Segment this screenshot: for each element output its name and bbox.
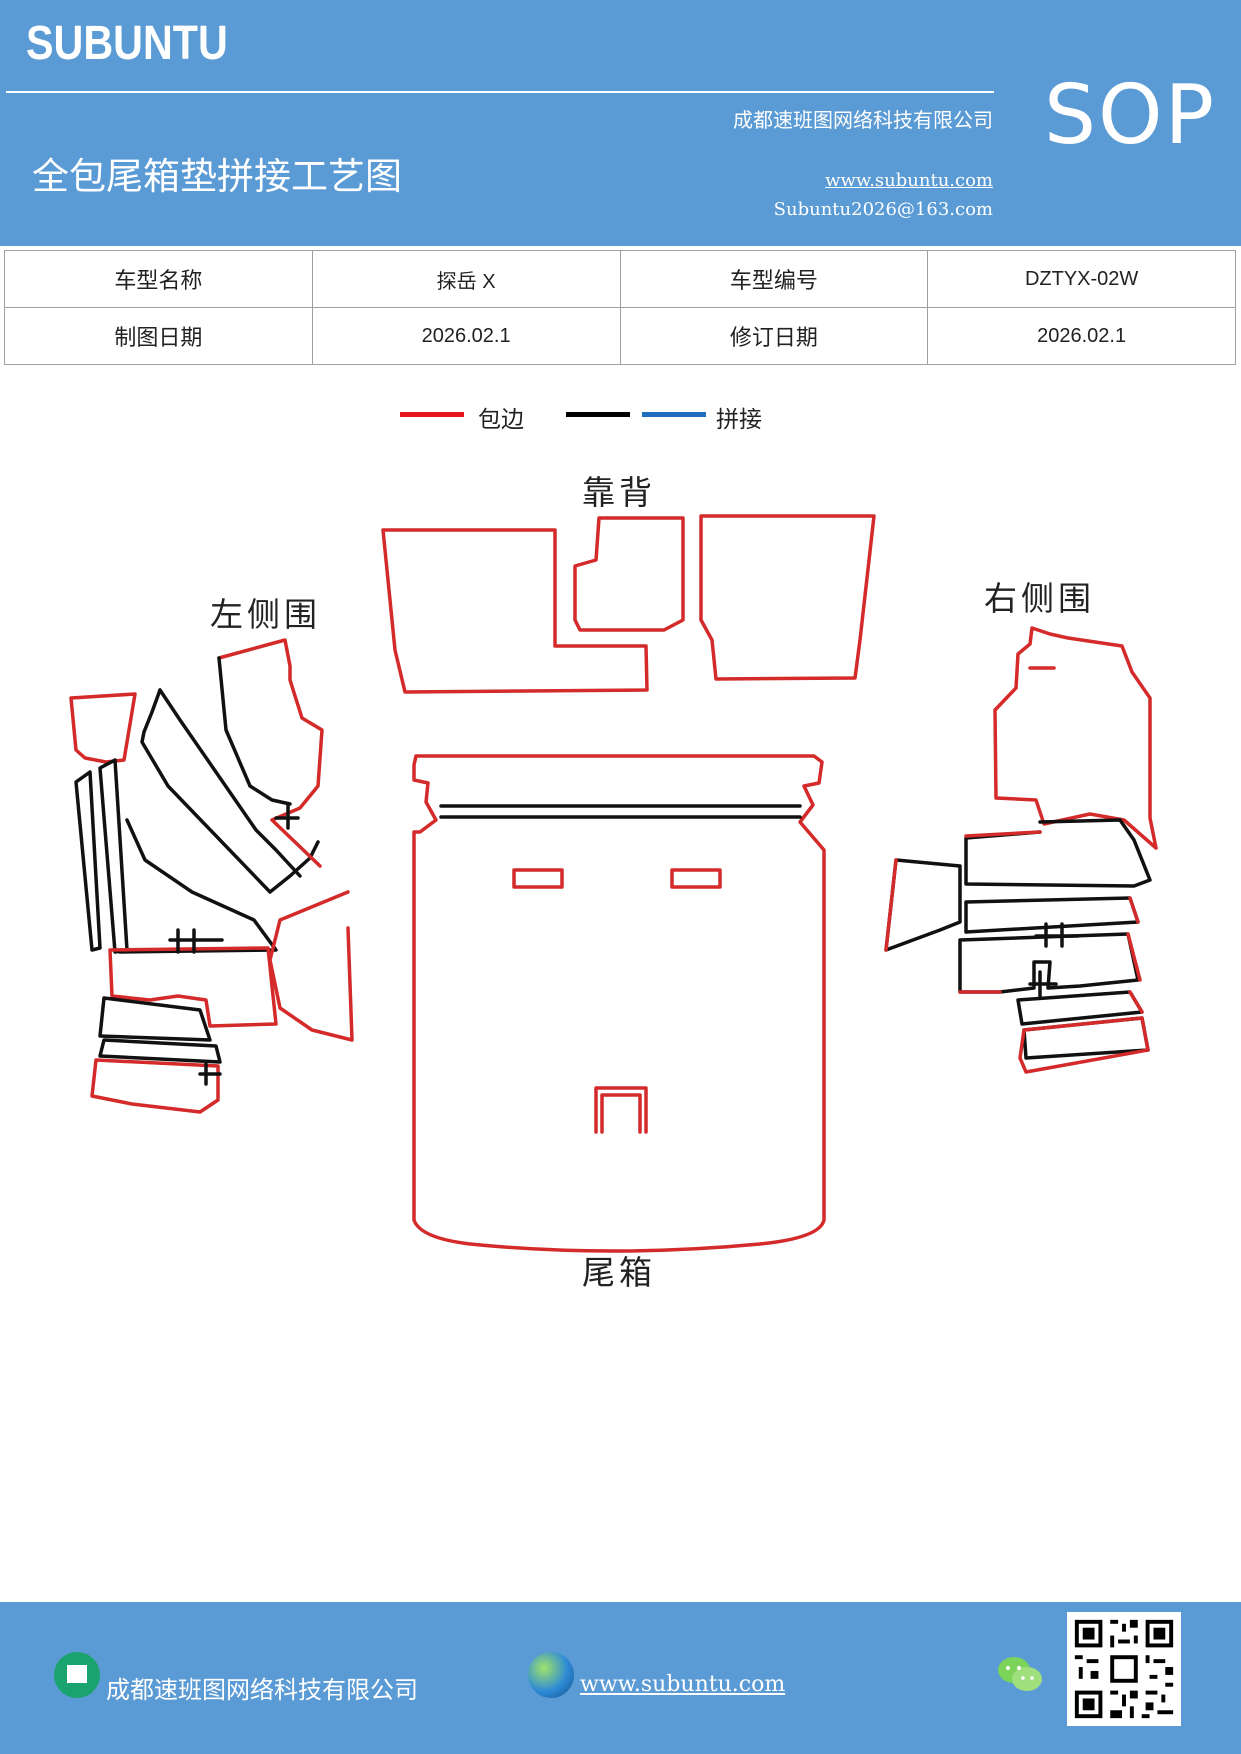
- header-divider: [6, 91, 994, 93]
- value-revision-date: 2026.02.1: [927, 307, 1236, 365]
- wechat-icon: [998, 1657, 1042, 1691]
- label-trunk: 尾箱: [582, 1253, 656, 1292]
- building-icon: [54, 1652, 100, 1698]
- value-model-name: 探岳 X: [311, 250, 621, 308]
- table-row: 制图日期 2026.02.1 修订日期 2026.02.1: [4, 307, 1236, 365]
- header: SUBUNTU 成都速班图网络科技有限公司 全包尾箱垫拼接工艺图 www.sub…: [0, 0, 1241, 246]
- value-model-code: DZTYX-02W: [927, 250, 1236, 308]
- trunk-piece: [412, 754, 826, 1253]
- label-backrest: 靠背: [582, 473, 656, 512]
- right-side-pieces: [884, 626, 1158, 1074]
- table-row: 车型名称 探岳 X 车型编号 DZTYX-02W: [4, 250, 1236, 308]
- legend-swatch-red: [400, 412, 464, 417]
- qr-code[interactable]: [1067, 1612, 1181, 1726]
- value-draw-date: 2026.02.1: [311, 307, 621, 365]
- legend-swatch-blue: [642, 412, 706, 417]
- website-link[interactable]: www.subuntu.com: [825, 170, 993, 191]
- left-side-pieces: [69, 638, 354, 1114]
- label-draw-date: 制图日期: [4, 307, 313, 365]
- legend-label-edge: 包边: [478, 407, 524, 433]
- label-right-side: 右侧围: [984, 579, 1095, 618]
- globe-icon: [528, 1652, 574, 1698]
- legend-label-splice: 拼接: [716, 407, 762, 433]
- label-model-name: 车型名称: [4, 250, 313, 308]
- footer-website-link[interactable]: www.subuntu.com: [580, 1672, 786, 1697]
- brand-logo: SUBUNTU: [26, 17, 228, 70]
- mat-pieces: [69, 514, 1158, 1253]
- label-revision-date: 修订日期: [619, 307, 929, 365]
- footer-company: 成都速班图网络科技有限公司: [106, 1676, 418, 1704]
- footer: 成都速班图网络科技有限公司 www.subuntu.com: [0, 1602, 1241, 1754]
- sop-badge: SOP: [1044, 68, 1217, 163]
- legend: 包边 拼接: [400, 400, 820, 440]
- label-left-side: 左侧围: [210, 595, 321, 634]
- page-title: 全包尾箱垫拼接工艺图: [32, 155, 402, 198]
- splice-diagram: 靠背 左侧围 右侧围 尾箱: [0, 440, 1241, 1300]
- backrest-pieces: [381, 514, 876, 694]
- legend-swatch-black: [566, 412, 630, 417]
- label-model-code: 车型编号: [619, 250, 929, 308]
- info-table: 车型名称 探岳 X 车型编号 DZTYX-02W 制图日期 2026.02.1 …: [4, 250, 1236, 365]
- company-name: 成都速班图网络科技有限公司: [733, 108, 993, 132]
- email-address: Subuntu2026@163.com: [773, 199, 993, 220]
